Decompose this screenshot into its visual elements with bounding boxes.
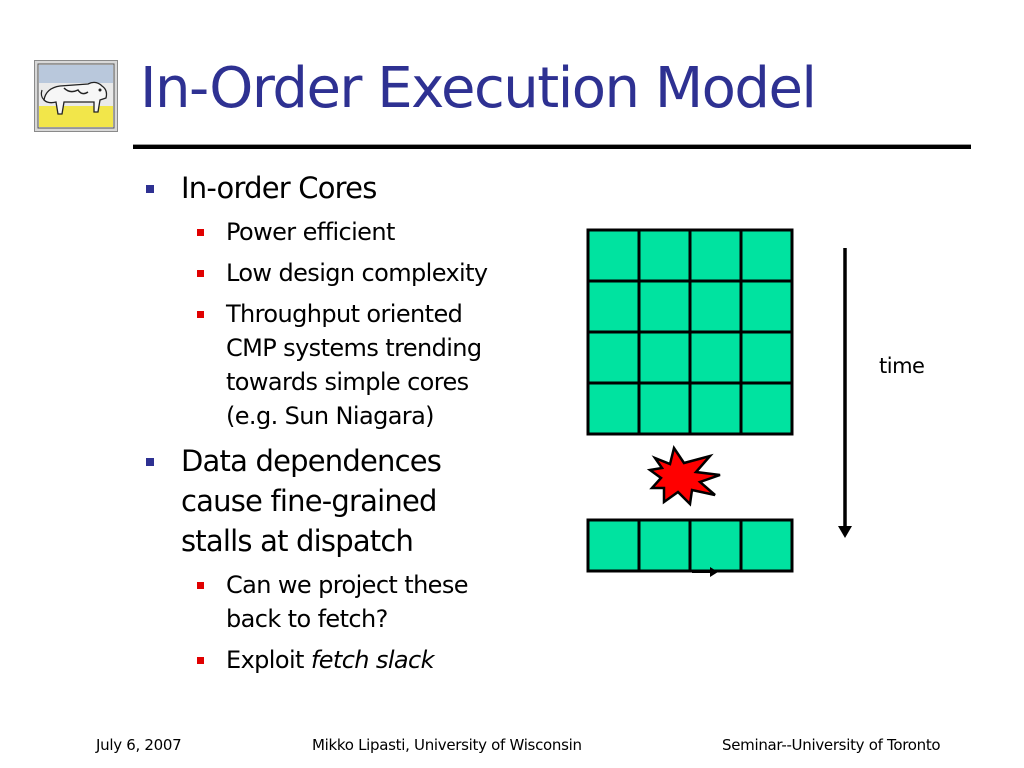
pipeline-diagram (560, 220, 860, 594)
instruction-cell (739, 330, 794, 385)
stalled-instruction-cell (739, 518, 794, 573)
instruction-cell (637, 381, 692, 436)
fetch-slack-emphasis: fetch slack (310, 646, 435, 674)
bullet-square-icon (146, 185, 154, 193)
instruction-cell (586, 279, 641, 334)
instruction-cell (586, 381, 641, 436)
bullet-in-order-cores: In-order Cores (140, 168, 540, 208)
footer-venue: Seminar--University of Toronto (722, 736, 941, 754)
instruction-grid (586, 228, 794, 436)
instruction-cell (688, 381, 743, 436)
sub-bullet-throughput-oriented: Throughput oriented CMP systems trending… (140, 297, 540, 433)
sub-bullet-power-efficient: Power efficient (140, 215, 540, 249)
sub-bullet-square-icon (197, 657, 204, 664)
sub-bullet-project-back: Can we project these back to fetch? (140, 568, 540, 636)
cow-painting-logo-icon (34, 60, 118, 132)
instruction-cell (637, 330, 692, 385)
instruction-cell (688, 279, 743, 334)
stalled-instruction-cell (586, 518, 641, 573)
instruction-cell (739, 381, 794, 436)
explosion-icon (646, 444, 721, 507)
instruction-cell (637, 228, 692, 283)
sub-bullet-square-icon (197, 311, 204, 318)
small-arrow-icon (692, 567, 718, 577)
bullet-data-dependences: Data dependences cause fine-grained stal… (140, 441, 540, 561)
slide-title: In-Order Execution Model (140, 56, 817, 121)
instruction-cell (739, 228, 794, 283)
title-rule (133, 145, 971, 149)
instruction-cell (586, 330, 641, 385)
time-arrow-icon (838, 248, 852, 538)
sub-bullet-low-design-complexity: Low design complexity (140, 256, 540, 290)
instruction-cell (586, 228, 641, 283)
stalled-instruction-row (586, 518, 794, 573)
bullet-square-icon (146, 458, 154, 466)
sub-bullet-square-icon (197, 229, 204, 236)
instruction-cell (637, 279, 692, 334)
instruction-cell (688, 330, 743, 385)
stalled-instruction-cell (637, 518, 692, 573)
title-rule-shadow (133, 144, 971, 145)
instruction-cell (688, 228, 743, 283)
sub-bullet-exploit-fetch-slack: Exploit fetch slack (140, 643, 540, 677)
footer-date: July 6, 2007 (96, 736, 182, 754)
sub-bullet-square-icon (197, 582, 204, 589)
stalled-instruction-cell (688, 518, 743, 573)
sub-bullet-square-icon (197, 270, 204, 277)
time-label: time (879, 354, 925, 378)
bullet-list: In-order Cores Power efficient Low desig… (140, 160, 540, 677)
instruction-cell (739, 279, 794, 334)
footer-author: Mikko Lipasti, University of Wisconsin (312, 736, 582, 754)
